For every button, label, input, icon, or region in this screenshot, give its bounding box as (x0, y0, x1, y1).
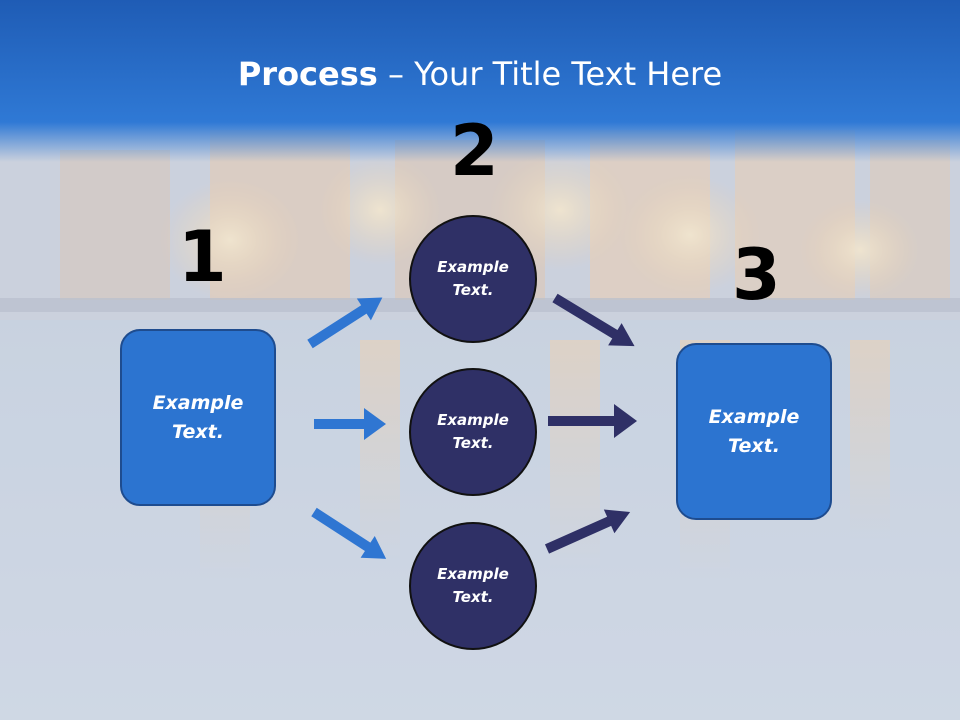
arrow-top-to-right (552, 293, 635, 347)
arrow-left-to-middle (314, 408, 386, 440)
circle-middle: Example Text. (409, 368, 537, 496)
title-rest: – Your Title Text Here (377, 55, 723, 93)
arrow-bottom-to-right (544, 509, 631, 554)
page-title: Process – Your Title Text Here (0, 52, 960, 96)
circle-top: Example Text. (409, 215, 537, 343)
arrow-left-to-bottom (311, 507, 387, 559)
title-bold: Process (237, 55, 378, 93)
arrow-middle-to-right (548, 404, 637, 438)
step-number-2: 2 (450, 110, 499, 192)
right-box: Example Text. (676, 343, 832, 520)
left-box: Example Text. (120, 329, 276, 506)
step-number-1: 1 (178, 216, 227, 298)
arrow-left-to-top (307, 297, 383, 349)
step-number-3: 3 (732, 234, 781, 316)
circle-bottom: Example Text. (409, 522, 537, 650)
